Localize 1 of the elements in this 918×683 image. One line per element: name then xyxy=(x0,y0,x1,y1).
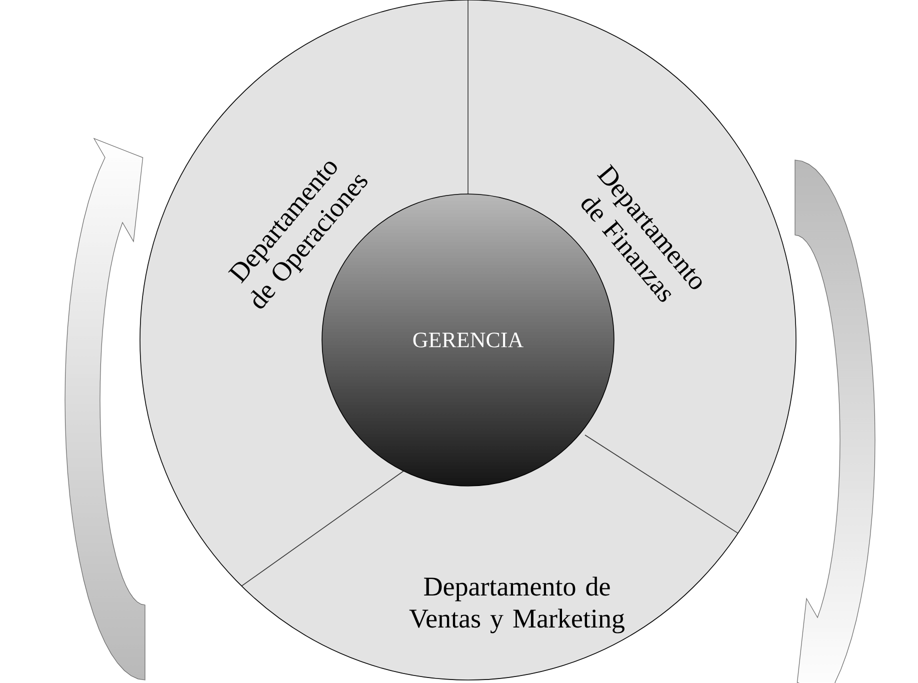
sector-label: Departamento de Ventas y Marketing xyxy=(409,576,624,634)
